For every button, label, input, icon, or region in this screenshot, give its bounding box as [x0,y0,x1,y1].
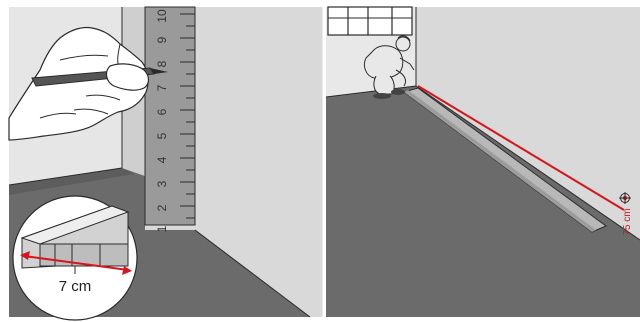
ruler-label-4: 4 [155,156,169,163]
ruler-label-9: 9 [155,36,169,43]
ruler-label-3: 3 [155,180,169,187]
ruler-label-5: 5 [155,132,169,139]
ruler-label-10: 10 [155,9,169,23]
ruler-label-2: 2 [155,204,169,211]
ruler-label-1: 1 [155,225,169,232]
right-panel: 75 cm [326,7,640,317]
laser-height-label: 75 cm [622,208,633,235]
ruler-label-6: 6 [155,108,169,115]
ruler: 10 9 8 7 6 5 4 3 2 1 [145,7,195,232]
ruler-label-8: 8 [155,60,169,67]
ruler-label-7: 7 [155,84,169,91]
measurement-label-7cm: 7 cm [59,278,92,295]
caliper-inset: 7 cm [13,196,137,320]
window-icon [328,7,412,35]
left-panel: 10 9 8 7 6 5 4 3 2 1 [9,7,323,320]
